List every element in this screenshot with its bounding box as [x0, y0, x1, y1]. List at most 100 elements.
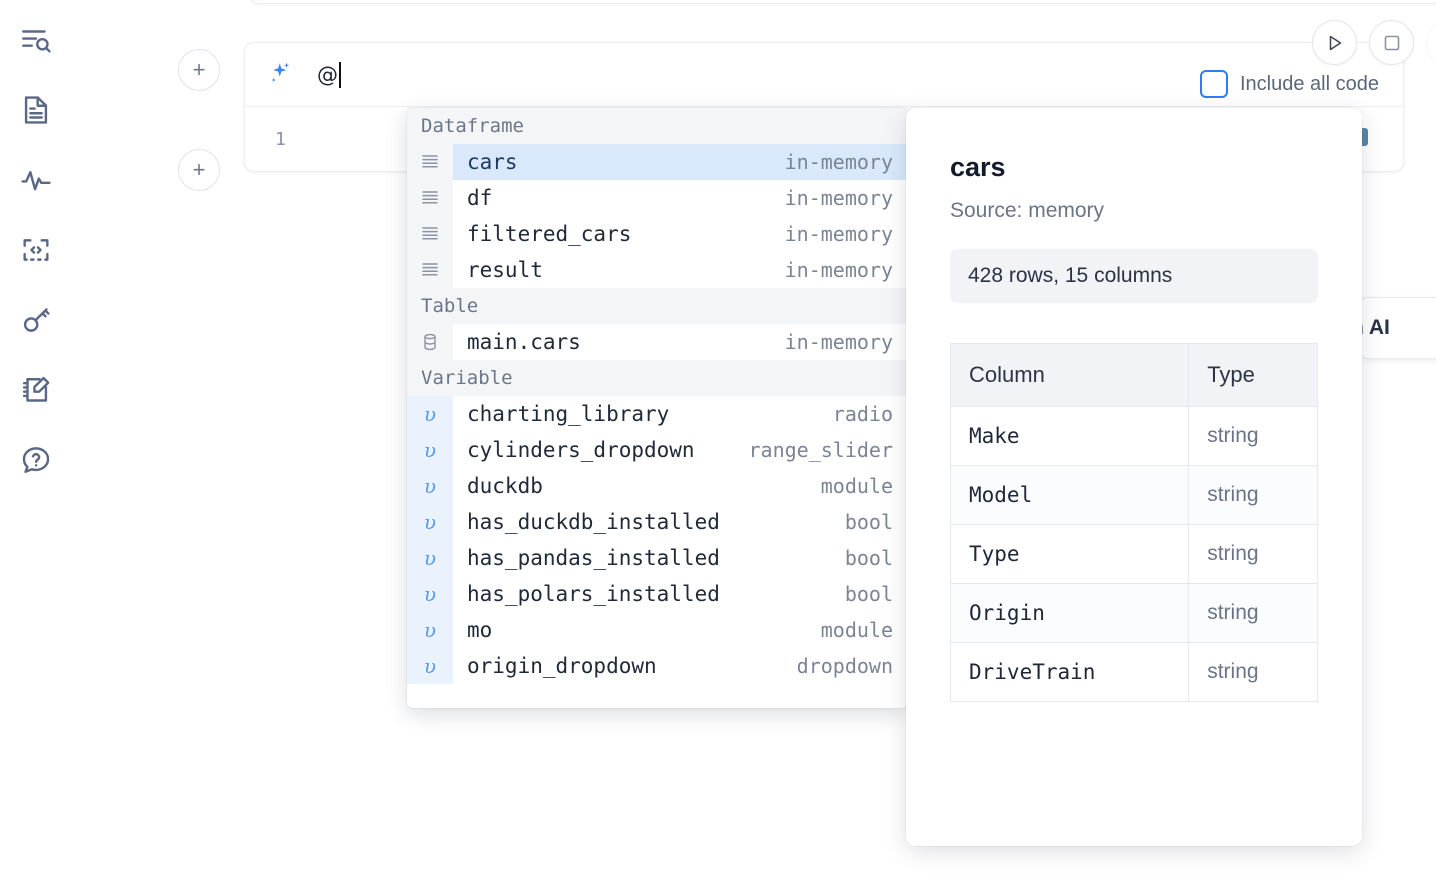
variable-icon: υ [407, 612, 453, 648]
autocomplete-item-type: module [820, 618, 893, 642]
sidebar-item-scratchpad[interactable] [14, 368, 58, 412]
autocomplete-item-name: mo [467, 618, 493, 642]
autocomplete-preview-panel: cars Source: memory 428 rows, 15 columns… [906, 108, 1362, 846]
preview-column-type: string [1188, 465, 1318, 525]
autocomplete-item-type: in-memory [784, 330, 893, 354]
variable-icon: υ [407, 396, 453, 432]
autocomplete-item[interactable]: υ has_polars_installed bool [407, 576, 907, 612]
sparkle-ai-icon [261, 58, 295, 92]
notebook-area: + + @ 1 [72, 0, 1436, 874]
document-icon [19, 93, 53, 127]
text-caret [339, 61, 341, 88]
variable-icon: υ [407, 468, 453, 504]
generate-with-ai-button[interactable]: h AI [1358, 297, 1436, 359]
ai-prompt-row: @ [245, 43, 1403, 107]
autocomplete-item-body: result in-memory [453, 252, 907, 288]
autocomplete-item-name: main.cars [467, 330, 581, 354]
dataframe-icon [407, 180, 453, 216]
autocomplete-item-name: cylinders_dropdown [467, 438, 695, 462]
autocomplete-item-name: has_pandas_installed [467, 546, 720, 570]
autocomplete-item-type: radio [832, 402, 893, 426]
autocomplete-item-type: range_slider [748, 438, 894, 462]
autocomplete-item-type: bool [844, 546, 893, 570]
include-all-code-label: Include all code [1240, 72, 1379, 95]
sidebar-item-activity-monitor[interactable] [14, 158, 58, 202]
autocomplete-item-name: filtered_cars [467, 222, 632, 246]
generate-with-ai-label: h AI [1359, 316, 1390, 339]
variable-icon: υ [407, 576, 453, 612]
autocomplete-item[interactable]: main.cars in-memory [407, 324, 907, 360]
sidebar-item-file-explorer[interactable] [14, 88, 58, 132]
autocomplete-item-name: origin_dropdown [467, 654, 657, 678]
preview-source: Source: memory [950, 199, 1105, 222]
dataframe-icon [407, 144, 453, 180]
sidebar-item-snippets[interactable] [14, 228, 58, 272]
autocomplete-group-header: Table [407, 288, 907, 324]
list-search-icon [19, 23, 53, 57]
autocomplete-group-header: Variable [407, 360, 907, 396]
sidebar-item-outline-search[interactable] [14, 18, 58, 62]
autocomplete-item[interactable]: υ charting_library radio [407, 396, 907, 432]
include-all-code-row: Include all code [1200, 70, 1379, 98]
sidebar-item-secrets[interactable] [14, 298, 58, 342]
previous-cell-card [250, 0, 1436, 4]
autocomplete-item-name: cars [467, 150, 518, 174]
more-cell-actions-button[interactable] [1426, 20, 1436, 65]
dataframe-icon [407, 216, 453, 252]
autocomplete-item-name: charting_library [467, 402, 670, 426]
database-icon [407, 324, 453, 360]
autocomplete-item-type: in-memory [784, 258, 893, 282]
autocomplete-item[interactable]: result in-memory [407, 252, 907, 288]
autocomplete-item[interactable]: filtered_cars in-memory [407, 216, 907, 252]
autocomplete-group-header: Dataframe [407, 108, 907, 144]
variable-icon: υ [407, 504, 453, 540]
code-brackets-icon [19, 233, 53, 267]
preview-fade-overlay [906, 766, 1362, 846]
variable-icon: υ [407, 540, 453, 576]
autocomplete-item[interactable]: υ cylinders_dropdown range_slider [407, 432, 907, 468]
dataframe-icon [407, 252, 453, 288]
question-chat-icon [19, 443, 53, 477]
preview-column-type: string [1188, 406, 1318, 466]
add-cell-below-button[interactable]: + [178, 149, 220, 191]
ai-prompt-input[interactable]: @ [317, 61, 1387, 88]
preview-column-header: Column [949, 343, 1190, 407]
preview-column-type: string [1188, 524, 1318, 584]
sidebar-item-help[interactable] [14, 438, 58, 482]
preview-column-name: Model [949, 465, 1190, 525]
plus-icon: + [192, 157, 206, 182]
autocomplete-item[interactable]: υ has_pandas_installed bool [407, 540, 907, 576]
autocomplete-item-body: charting_library radio [453, 396, 907, 432]
autocomplete-item-name: result [467, 258, 543, 282]
run-cell-button[interactable] [1312, 20, 1357, 65]
autocomplete-item-body: cylinders_dropdown range_slider [453, 432, 907, 468]
preview-column-type: string [1188, 583, 1318, 643]
autocomplete-item-type: in-memory [784, 222, 893, 246]
add-cell-above-button[interactable]: + [178, 49, 220, 91]
autocomplete-item-type: bool [844, 582, 893, 606]
activity-pulse-icon [19, 163, 53, 197]
include-all-code-checkbox[interactable] [1200, 70, 1228, 98]
stop-cell-button[interactable] [1369, 20, 1414, 65]
preview-column-name: Type [949, 524, 1190, 584]
preview-column-name: Origin [949, 583, 1190, 643]
variable-icon: υ [407, 432, 453, 468]
autocomplete-item-name: has_polars_installed [467, 582, 720, 606]
